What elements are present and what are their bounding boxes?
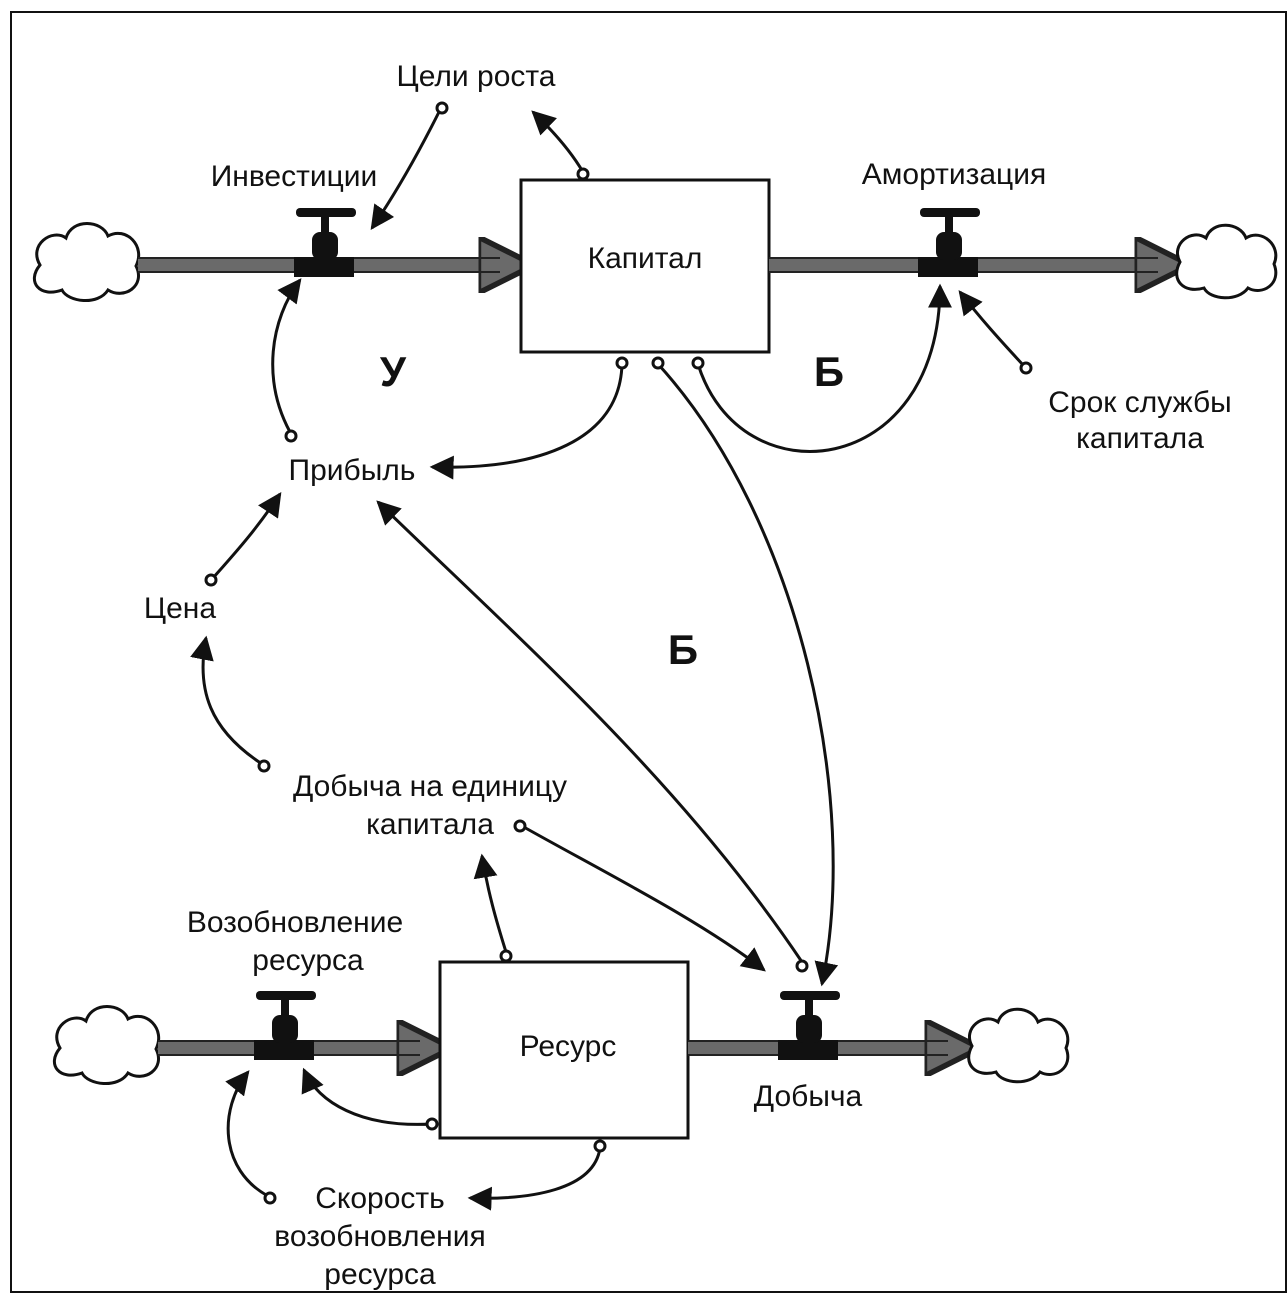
valve-icon-investment (294, 208, 356, 277)
loop-balancing-center-label: Б (668, 626, 698, 673)
valve-icon-regeneration (254, 991, 316, 1060)
stock-capital-label: Капитал (588, 242, 703, 275)
link-price-to-profit (211, 492, 282, 579)
cloud-source-capital (33, 222, 141, 302)
link-extraction-to-profit (376, 500, 804, 963)
link-lifetime-to-depreciation (958, 290, 1026, 368)
stock-capital (519, 178, 771, 354)
loop-balancing-capital-label: Б (814, 348, 844, 395)
investment-label: Инвестиции (211, 160, 378, 193)
connector-origins (204, 101, 1033, 1205)
link-capital-to-growth-goals (531, 110, 585, 173)
regeneration-label-line1: Возобновление (187, 906, 403, 939)
extraction-label: Добыча (754, 1080, 863, 1113)
depreciation-label: Амортизация (862, 158, 1046, 191)
yield-label-line2: капитала (366, 808, 494, 841)
regen-rate-label-line3: ресурса (324, 1258, 436, 1291)
link-resource-to-regeneration (301, 1067, 433, 1126)
cloud-sink-capital (1175, 223, 1278, 300)
lifetime-label-line1: Срок службы (1048, 386, 1232, 419)
regen-rate-label-line1: Скорость (315, 1182, 445, 1215)
loop-reinforcing-label: У (380, 348, 407, 395)
growth-goals-label: Цели роста (397, 60, 556, 93)
cloud-source-resource (53, 1005, 161, 1085)
regen-rate-label-line2: возобновления (274, 1220, 486, 1253)
valve-icon-depreciation (918, 208, 980, 277)
stock-resource (438, 960, 690, 1140)
link-growth-goals-to-investment (370, 109, 442, 230)
stock-resource-label: Ресурс (520, 1030, 617, 1063)
cloud-sink-resource (967, 1007, 1070, 1084)
link-capital-to-depreciation (696, 283, 952, 453)
lifetime-label-line2: капитала (1076, 422, 1204, 455)
outer-frame (10, 11, 1287, 1293)
price-label: Цена (144, 592, 216, 625)
link-profit-to-investment (271, 278, 302, 433)
regeneration-label-line2: ресурса (252, 944, 364, 977)
link-regen-rate-to-regeneration (225, 1070, 269, 1198)
profit-label: Прибыль (289, 454, 416, 487)
link-yield-to-extraction (521, 824, 766, 972)
link-capital-to-profit (429, 363, 624, 480)
link-resource-to-yield (473, 853, 508, 953)
valve-icon-extraction (778, 991, 840, 1060)
link-capital-to-extraction (656, 362, 839, 987)
info-links (190, 109, 1026, 1211)
link-yield-to-price (190, 635, 263, 766)
yield-label-line1: Добыча на единицу (293, 770, 567, 803)
link-resource-to-regen-rate (467, 1147, 602, 1211)
